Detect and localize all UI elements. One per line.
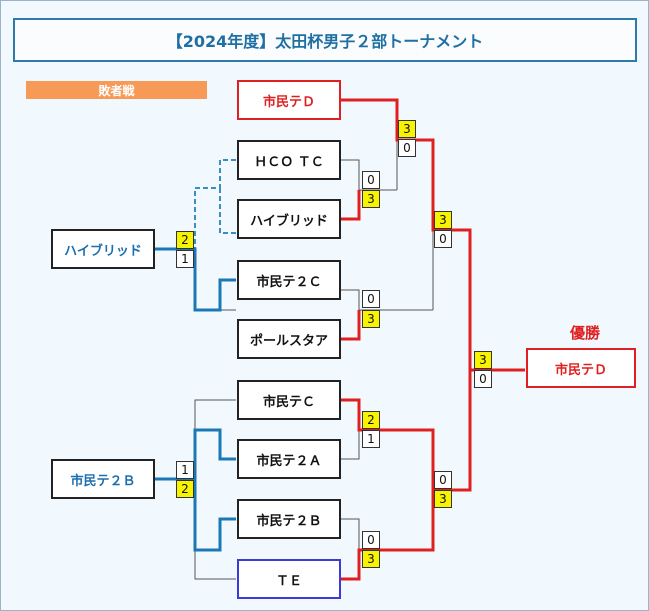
score-r1-t9: 3 [362,550,380,568]
loser-team-2-name: 市民テ２Ｂ [70,473,136,489]
team-t4-name: 市民テ２Ｃ [256,274,322,290]
page-title: 【2024年度】太田杯男子２部トーナメント [13,18,637,62]
score-sf-bot-b: 3 [434,490,452,508]
team-t2-name: ＨＣＯ ＴＣ [254,154,324,170]
score-loser-top-b: 1 [176,250,194,268]
loser-bracket-lines [155,159,236,552]
champion-label: 優勝 [569,324,600,342]
team-t8: 市民テ２Ｂ [237,499,341,539]
line-loser-bot-win [155,428,236,481]
team-t1: 市民テＤ [237,80,341,120]
line-t5-win [341,310,361,341]
score-r1-t4: 0 [362,290,380,308]
team-t5: ポールスタア [237,319,341,359]
team-t8-name: 市民テ２Ｂ [256,513,322,529]
line-loser-top-win [155,247,197,268]
score-r2-top-w1: 0 [398,139,416,157]
line-final-win [451,228,525,372]
line-loser-bot-t8 [193,479,236,552]
line-r1-t7 [341,429,433,460]
score-r1-t2: 0 [362,171,380,189]
line-r1-t8 [341,518,360,550]
team-t4: 市民テ２Ｃ [237,260,341,300]
team-t3: ハイブリッド [237,199,341,239]
score-r1-t8: 0 [362,531,380,549]
score-r1-t5: 3 [362,310,380,328]
team-t7-name: 市民テ２Ａ [256,453,322,469]
loser-team-1-name: ハイブリッド [64,243,142,259]
score-final-b: 0 [474,370,492,388]
team-t6-name: 市民テＣ [262,394,315,410]
score-r2-top-t1: 3 [398,120,416,138]
score-loser-bot-b: 2 [176,480,194,498]
title-text: 【2024年度】太田杯男子２部トーナメント [166,32,484,51]
score-sf-top-b: 0 [434,230,452,248]
score-loser-top-a: 2 [176,231,194,249]
line-loser-bot-t6 [194,399,236,430]
team-t1-name: 市民テＤ [262,94,315,110]
line-t3-win [341,190,361,221]
team-t9-name: ＴＥ [275,573,302,589]
score-r1-t7: 1 [362,430,380,448]
score-sf-bot-a: 0 [434,471,452,489]
line-loser-top-dashed [194,159,236,268]
score-final-a: 3 [474,351,492,369]
team-t2: ＨＣＯ ＴＣ [237,140,341,180]
line-loser-top-t4 [193,268,236,312]
loser-team-2: 市民テ２Ｂ [51,459,155,499]
score-r1-t6: 2 [362,411,380,429]
line-sf-bot-win [451,370,472,492]
line-r1-t4 [341,289,433,311]
line-t9-win [341,490,435,581]
champion-team-name: 市民テＤ [554,362,607,378]
champion-team: 市民テＤ [526,348,636,388]
team-t7: 市民テ２Ａ [237,439,341,479]
loser-bracket-label-text: 敗者戦 [98,83,135,98]
line-final-b [469,369,488,490]
team-t3-name: ハイブリッド [250,213,328,229]
score-r1-t3: 3 [362,190,380,208]
team-t5-name: ポールスタア [249,333,328,349]
loser-bracket-label: 敗者戦 [26,81,207,99]
team-t6: 市民テＣ [237,380,341,420]
team-t9: ＴＥ [237,559,341,599]
score-sf-top-a: 3 [434,211,452,229]
loser-team-1: ハイブリッド [51,229,155,269]
line-loser-top-t5 [194,268,236,311]
score-loser-bot-a: 1 [176,461,194,479]
